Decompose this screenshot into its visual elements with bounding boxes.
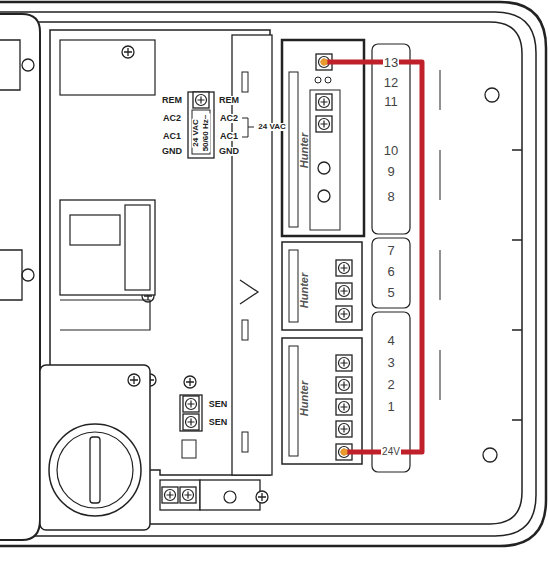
voltage-label: 24 VAC	[257, 123, 286, 131]
terminal-label: 24V	[381, 447, 401, 457]
station-number: 9	[386, 165, 395, 178]
station-number: 6	[386, 265, 395, 278]
terminal-label: REM	[161, 96, 183, 105]
sensor-label: SEN	[208, 418, 229, 427]
voltage-label: 24 VAC	[192, 118, 200, 147]
station-number: 11	[383, 95, 399, 108]
terminal-label: REM	[218, 96, 240, 105]
terminal-label: GND	[161, 147, 183, 156]
station-number: 4	[386, 334, 395, 347]
station-number: 5	[386, 286, 395, 299]
frequency-label: 50/60 Hz~	[202, 114, 210, 153]
station-number: 1	[386, 400, 395, 413]
station-number: 13	[383, 56, 399, 69]
station-number: 7	[386, 244, 395, 257]
sensor-label: SEN	[208, 400, 229, 409]
station-number: 10	[383, 144, 399, 157]
station-number: 8	[386, 190, 395, 203]
terminal-label: GND	[218, 147, 240, 156]
terminal-label: AC2	[162, 114, 182, 123]
terminal-label: AC1	[162, 132, 182, 141]
terminal-label: AC2	[219, 114, 239, 123]
station-number: 3	[386, 356, 395, 369]
brand-logo: Hunter	[299, 131, 310, 168]
brand-logo: Hunter	[299, 379, 310, 416]
terminal-label: AC1	[219, 132, 239, 141]
station-number: 2	[386, 378, 395, 391]
station-number: 12	[383, 76, 399, 89]
brand-logo: Hunter	[299, 271, 310, 308]
